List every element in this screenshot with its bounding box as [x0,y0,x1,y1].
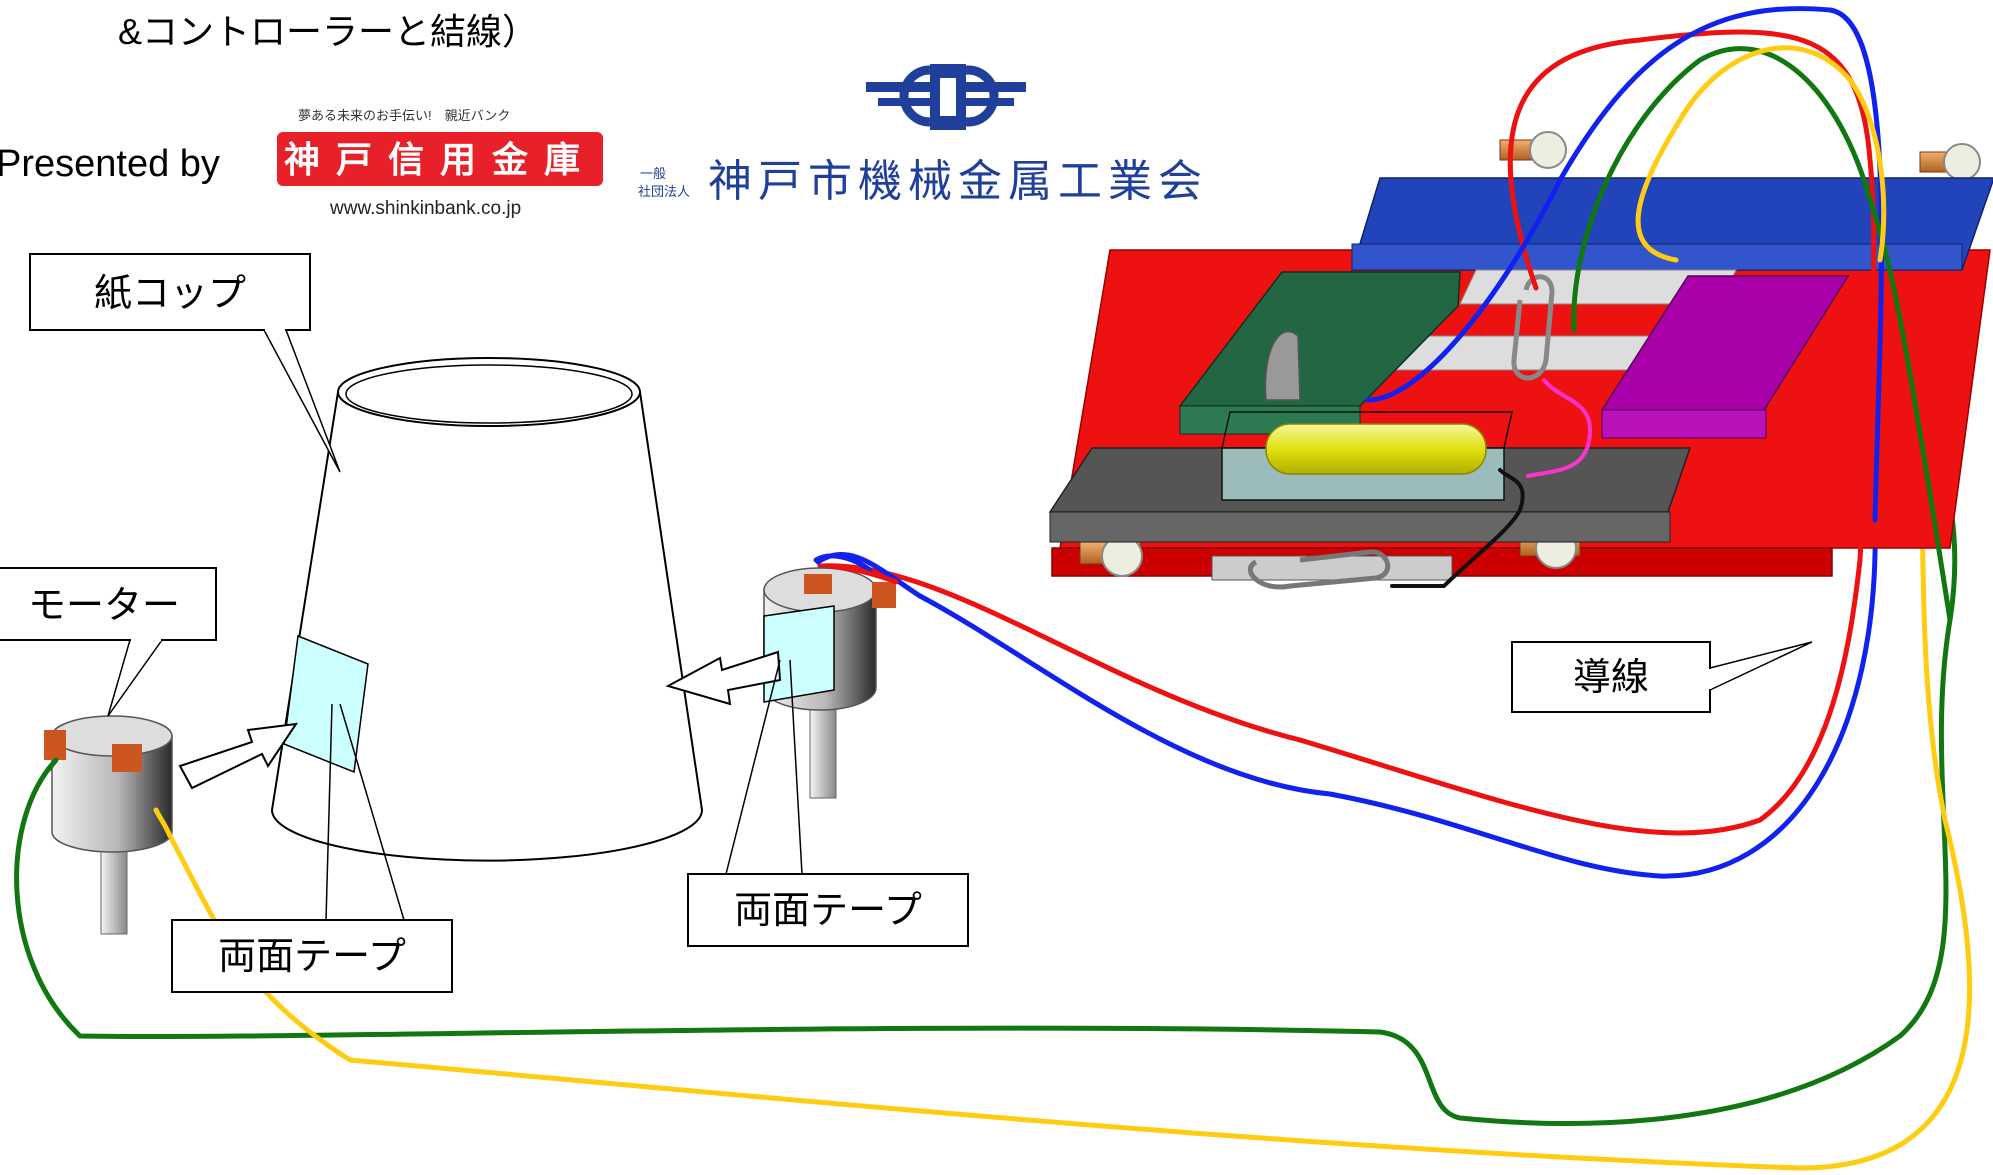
bank-url: www.shinkinbank.co.jp [329,198,521,219]
title-fragment: &コントローラーと結線） [118,11,538,52]
label-cup: 紙コップ [94,273,246,315]
label-tape-left: 両面テープ [218,936,406,978]
presented-by-text: Presented by [0,143,220,185]
callout-tape-right: 両面テープ [687,659,969,947]
wire-red-right [817,557,1863,836]
assoc-prefix-bottom: 社団法人 [638,184,690,199]
callout-wire: 導線 [1511,641,1813,713]
callout-motor: モーター [0,567,217,717]
motor-right-tab-2 [872,582,896,608]
wire-stubs [45,553,899,839]
bank-name: 神戸信用金庫 [284,139,596,180]
paper-clip [1511,274,1555,381]
gear-wings-emblem-icon [866,64,1026,130]
motor-left [44,715,173,935]
assoc-logo: 一般 社団法人 神戸市機械金属工業会 [638,64,1208,206]
battery [1265,423,1487,475]
callout-cup: 紙コップ [29,253,341,473]
wire-blue-right [815,517,1878,879]
tape-on-cup [283,634,369,774]
board-wires [1365,6,1953,623]
motor-left-tab-2 [112,744,142,772]
label-wire: 導線 [1573,657,1649,699]
callout-tape-left: 両面テープ [171,703,453,993]
wire-yellow-left [167,257,1973,1171]
bank-logo-badge [277,132,603,186]
arrow-motor-to-cup [178,722,299,790]
motor-left-tab-1 [44,730,66,760]
motor-right [763,567,896,799]
paper-cup [270,357,704,862]
bank-logo: 夢ある未来のお手伝い! 親近バンク 神戸信用金庫 www.shinkinbank… [277,108,603,219]
label-motor: モーター [28,585,180,627]
switch-lever [1264,330,1301,401]
label-tape-right: 両面テープ [734,890,922,932]
assoc-prefix-top: 一般 [640,166,666,181]
assoc-name: 神戸市機械金属工業会 [708,157,1208,206]
bank-slogan: 夢ある未来のお手伝い! 親近バンク [298,108,510,123]
controller-board [1048,131,1993,590]
motor-right-tab-1 [804,574,832,594]
